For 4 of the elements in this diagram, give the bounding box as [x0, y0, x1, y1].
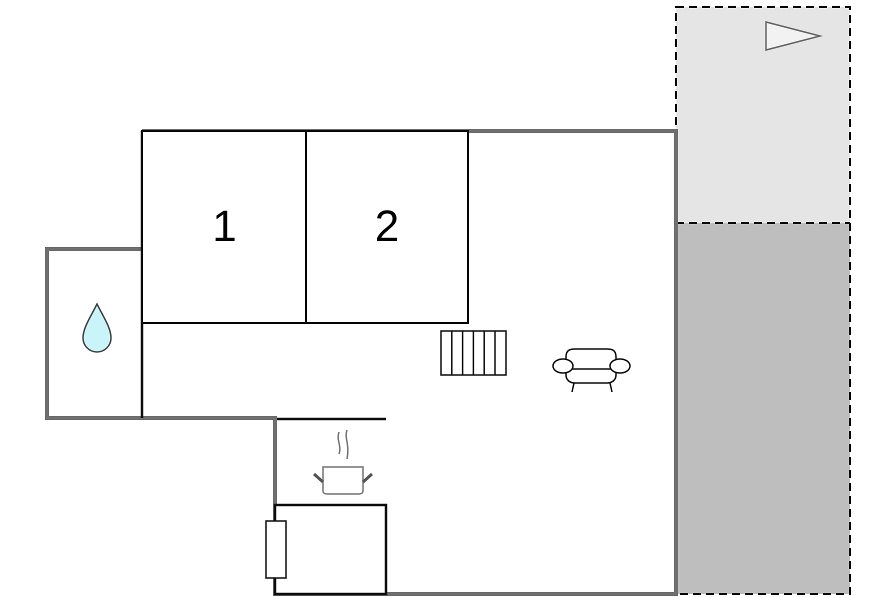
room [305, 130, 469, 324]
room-number: 2 [374, 205, 400, 249]
room-number: 1 [212, 205, 237, 249]
room [141, 130, 308, 324]
